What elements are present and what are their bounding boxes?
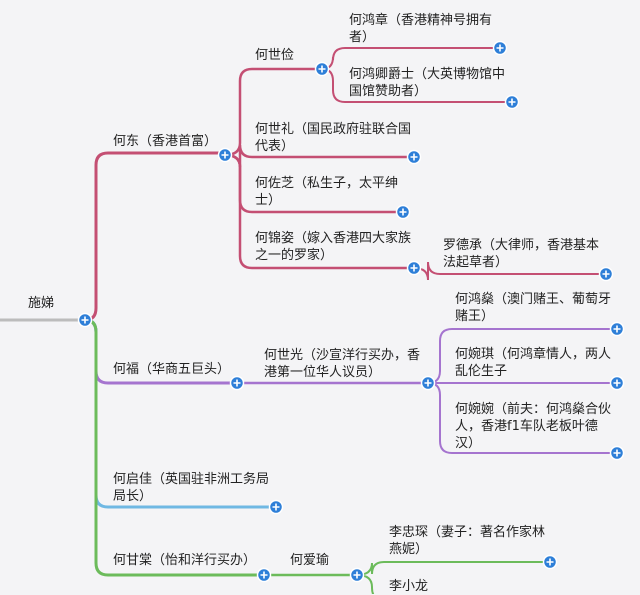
edge-luodecheng	[413, 261, 607, 281]
node-hehongshen-line2: 赌王）	[455, 309, 495, 324]
expand-button-luodecheng[interactable]	[598, 266, 614, 282]
node-hewanwan-line3: 汉）	[455, 436, 482, 451]
expand-button-heshili[interactable]	[406, 149, 422, 165]
node-lizhongchen-line2: 燕妮）	[389, 542, 429, 557]
node-hehongzhang-line2: 者）	[349, 30, 376, 45]
node-heshijian[interactable]: 何世俭	[255, 48, 295, 63]
node-hegantang[interactable]: 何甘棠（怡和洋行买办）	[113, 553, 257, 568]
node-hehongqing-line1: 何鸿卿爵士（大英博物馆中	[349, 67, 506, 82]
node-lixiaolong[interactable]: 李小龙	[389, 579, 429, 594]
node-hehongshen[interactable]: 何鸿燊（澳门赌王、葡萄牙 赌王）	[455, 291, 611, 325]
edge-lixiaolong	[356, 574, 375, 594]
edge-hegantang	[83, 318, 266, 577]
expand-button-hejinzi[interactable]	[406, 260, 422, 276]
edge-hedong	[83, 151, 227, 322]
node-hefu[interactable]: 何福（华商五巨头）	[113, 362, 231, 377]
expand-button-hehongzhang[interactable]	[492, 40, 508, 56]
node-hewanwan-line1: 何婉婉（前夫：何鸿燊合伙	[455, 402, 612, 417]
expand-button-hegantang[interactable]	[256, 567, 272, 583]
node-hehongqing[interactable]: 何鸿卿爵士（大英博物馆中 国馆赞助者）	[349, 66, 505, 100]
node-shidi[interactable]: 施娣	[28, 296, 55, 311]
node-hejinzi-line2: 之一的罗家）	[255, 248, 334, 263]
expand-button-hedong[interactable]	[217, 147, 233, 163]
node-hehongzhang-line1: 何鸿章（香港精神号拥有	[349, 13, 493, 28]
node-heshili[interactable]: 何世礼（国民政府驻联合国 代表）	[255, 121, 411, 155]
node-heaiyu[interactable]: 何爱瑜	[290, 553, 330, 568]
node-hewanqi[interactable]: 何婉琪（何鸿章情人，两人 乱伦生子	[455, 346, 611, 380]
expand-button-lizhongchen[interactable]	[542, 554, 558, 570]
expand-button-heqijia[interactable]	[268, 499, 284, 515]
node-hewanqi-line1: 何婉琪（何鸿章情人，两人	[455, 347, 612, 362]
node-heqijia[interactable]: 何启佳（英国驻非洲工务局 局长）	[113, 471, 269, 505]
node-hejinzi[interactable]: 何锦姿（嫁入香港四大家族 之一的罗家）	[255, 230, 411, 264]
node-hejinzi-line1: 何锦姿（嫁入香港四大家族	[255, 231, 412, 246]
node-hewanwan[interactable]: 何婉婉（前夫：何鸿燊合伙 人，香港f1车队老板叶德 汉）	[455, 401, 611, 452]
node-heshili-line2: 代表）	[255, 139, 295, 154]
node-hezuozhi-line2: 士）	[255, 193, 282, 208]
node-heshili-line1: 何世礼（国民政府驻联合国	[255, 122, 412, 137]
node-heshiguang-line1: 何世光（沙宣洋行买办，香	[264, 348, 421, 363]
expand-button-heshijian[interactable]	[314, 61, 330, 77]
node-hehongzhang[interactable]: 何鸿章（香港精神号拥有 者）	[349, 12, 492, 46]
node-hehongqing-line2: 国馆赞助者）	[349, 84, 428, 99]
expand-button-hehongshen[interactable]	[609, 321, 625, 337]
node-lizhongchen[interactable]: 李忠琛（妻子：著名作家林 燕妮）	[389, 524, 545, 558]
node-luodecheng-line2: 法起草者）	[443, 255, 509, 270]
node-heqijia-line2: 局长）	[113, 489, 153, 504]
expand-button-shidi[interactable]	[77, 312, 93, 328]
node-luodecheng[interactable]: 罗德承（大律师，香港基本 法起草者）	[443, 237, 599, 271]
expand-button-hezuozhi[interactable]	[395, 204, 411, 220]
node-hezuozhi[interactable]: 何佐芝（私生子，太平绅 士）	[255, 175, 398, 209]
edge-lizhongchen	[356, 561, 551, 576]
node-heqijia-line1: 何启佳（英国驻非洲工务局	[113, 472, 270, 487]
node-hewanwan-line2: 人，香港f1车队老板叶德	[455, 419, 598, 434]
node-hewanqi-line2: 乱伦生子	[455, 364, 508, 379]
expand-button-heshiguang[interactable]	[420, 375, 436, 391]
node-hezuozhi-line1: 何佐芝（私生子，太平绅	[255, 176, 399, 191]
expand-button-hefu[interactable]	[229, 375, 245, 391]
edge-heshijian	[223, 67, 324, 157]
expand-button-hewanqi[interactable]	[609, 375, 625, 391]
expand-button-hewanwan[interactable]	[609, 445, 625, 461]
node-heshiguang-line2: 港第一位华人议员）	[264, 365, 382, 380]
node-hehongshen-line1: 何鸿燊（澳门赌王、葡萄牙	[455, 292, 612, 307]
node-heshiguang[interactable]: 何世光（沙宣洋行买办，香 港第一位华人议员）	[264, 347, 420, 381]
node-lizhongchen-line1: 李忠琛（妻子：著名作家林	[389, 525, 546, 540]
edge-hejinzi	[223, 153, 416, 270]
node-hedong[interactable]: 何东（香港首富）	[113, 134, 218, 149]
expand-button-heaiyu[interactable]	[349, 567, 365, 583]
expand-button-hehongqing[interactable]	[504, 94, 520, 110]
expand-buttons	[77, 40, 625, 583]
node-luodecheng-line1: 罗德承（大律师，香港基本	[443, 238, 600, 253]
